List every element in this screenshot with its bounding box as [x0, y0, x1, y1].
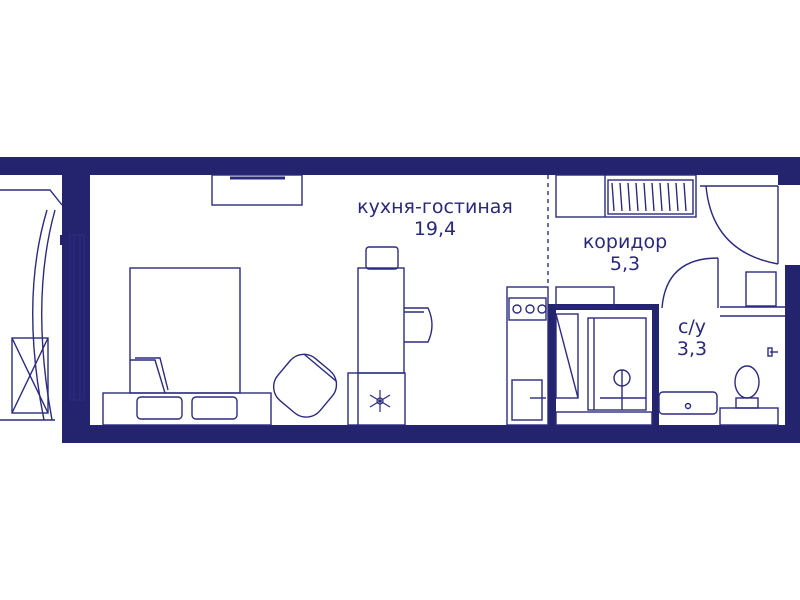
- air-conditioner-icon: [11, 337, 49, 414]
- door-icon: [700, 185, 779, 265]
- kitchen-unit-icon: [347, 372, 406, 426]
- wardrobe-icon: [555, 174, 697, 218]
- window-icon: [69, 234, 85, 401]
- bed-icon: [102, 267, 272, 426]
- stove-icon: [506, 286, 549, 426]
- room-label-corridor: коридор 5,3: [565, 231, 685, 275]
- room-area-corridor: 5,3: [609, 253, 641, 275]
- room-label-living: кухня-гостиная 19,4: [330, 196, 540, 240]
- room-name-living: кухня-гостиная: [357, 196, 513, 218]
- room-area-living: 19,4: [413, 218, 457, 240]
- shower-icon: [555, 317, 653, 426]
- bathroom-counter: [720, 306, 785, 317]
- radiator: [211, 174, 303, 206]
- room-area-bathroom: 3,3: [676, 338, 708, 360]
- balcony: [0, 189, 85, 421]
- corridor-shelf: [555, 286, 615, 308]
- laundry-alcove: [555, 313, 579, 399]
- washer-icon: [745, 271, 777, 307]
- room-name-bathroom: с/у: [677, 316, 707, 338]
- toilet-icon: [734, 347, 778, 409]
- washbasin-icon: [658, 391, 779, 426]
- room-label-bathroom: с/у 3,3: [652, 316, 732, 360]
- room-name-corridor: коридор: [582, 231, 668, 253]
- snowflake-icon: [369, 390, 391, 412]
- armchair-icon: [272, 353, 338, 418]
- dining-table-icon: [357, 246, 433, 374]
- bathroom-door-icon: [661, 257, 719, 309]
